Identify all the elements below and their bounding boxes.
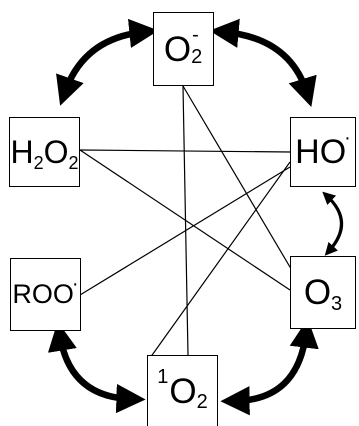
singlet-oxygen-subscript: 2 [196, 391, 208, 413]
arrow-hydroxyl-ozone [322, 191, 344, 256]
hydrogen-peroxide-h: H [10, 134, 34, 170]
hydrogen-peroxide-o-subscript: 2 [68, 153, 79, 173]
arrow-superoxide-hydroxyl [209, 18, 317, 107]
hydroxyl-radical-dot: · [344, 127, 351, 149]
arrow-superoxide-hydrogen-peroxide [56, 18, 159, 106]
arrow-ozone-singlet-oxygen [220, 318, 319, 416]
peroxyl-radical-dot: · [71, 272, 79, 295]
line-hydrogen-peroxide-ozone [79, 149, 291, 291]
peroxyl-main: ROO [12, 279, 74, 309]
arrow-peroxyl-singlet-oxygen [47, 321, 146, 414]
superoxide-node: O-2 [153, 12, 214, 86]
line-peroxyl-hydroxyl [79, 166, 291, 296]
singlet-oxygen-main: O [169, 371, 197, 411]
hydroxyl-main: HO [295, 133, 347, 171]
connector-lines [79, 85, 301, 359]
ozone-main: O [303, 273, 332, 312]
hydroxyl-node: HO· [290, 117, 356, 187]
line-superoxide-ozone [182, 85, 301, 285]
ozone-subscript: 3 [331, 292, 343, 315]
line-hydrogen-peroxide-hydroxyl [79, 149, 291, 153]
hydrogen-peroxide-h-subscript: 2 [33, 153, 44, 173]
hydrogen-peroxide-o: O [43, 134, 69, 170]
conversion-arrows [47, 18, 344, 416]
singlet-oxygen-superscript: 1 [157, 366, 169, 388]
superoxide-main: O [163, 29, 192, 69]
superoxide-charge: - [192, 24, 199, 46]
line-singlet-oxygen-hydroxyl [149, 161, 291, 359]
superoxide-subscript: 2 [191, 46, 203, 68]
peroxyl-node: ROO· [10, 258, 81, 331]
